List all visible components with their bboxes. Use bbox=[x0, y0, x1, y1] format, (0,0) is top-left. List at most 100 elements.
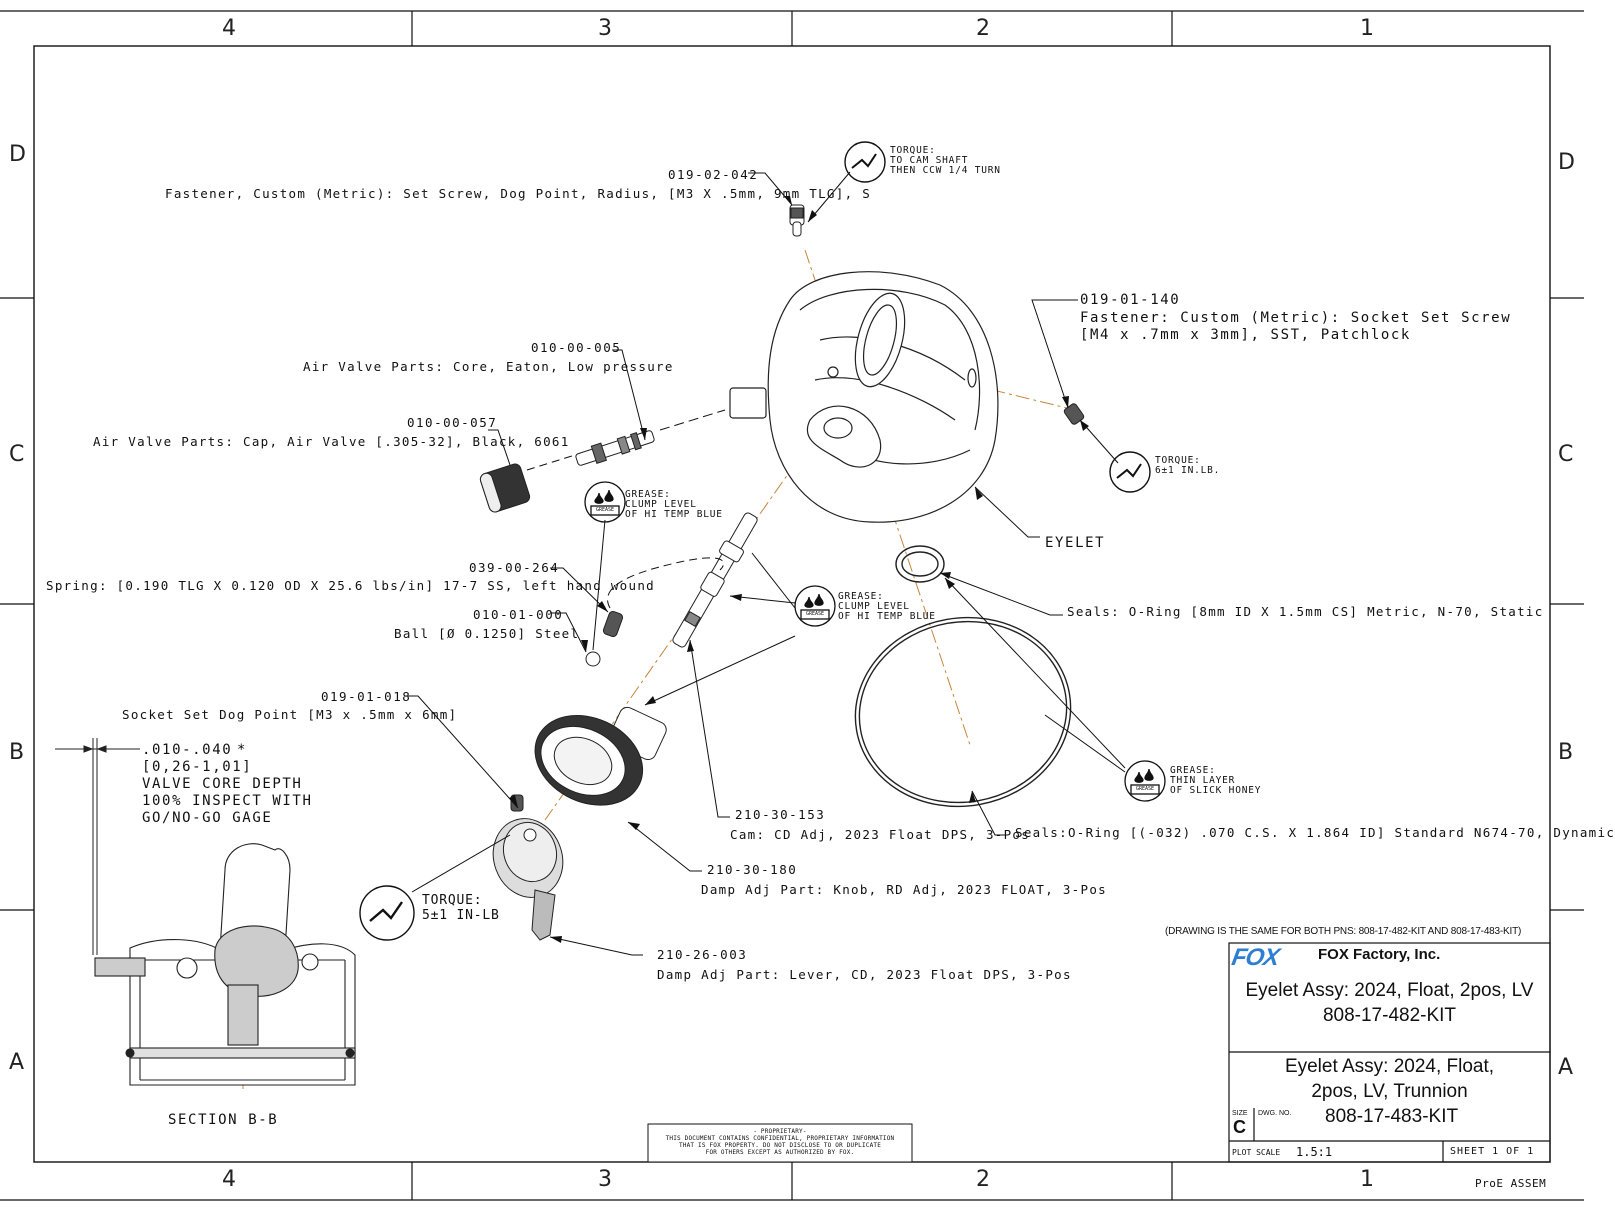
part-description-210-26-003: Damp Adj Part: Lever, CD, 2023 Float DPS… bbox=[657, 967, 1072, 982]
zone-col-2-top: 2 bbox=[976, 16, 990, 41]
zone-col-2-bottom: 2 bbox=[976, 1167, 990, 1192]
eyelet-label: EYELET bbox=[1045, 535, 1106, 551]
size-label: SIZE bbox=[1232, 1110, 1248, 1117]
valve-depth-metric: [0,26-1,01] bbox=[142, 759, 253, 775]
proprietary-line-2: THIS DOCUMENT CONTAINS CONFIDENTIAL, PRO… bbox=[665, 1135, 895, 1142]
part-number-210-26-003: 210-26-003 bbox=[657, 947, 748, 962]
valve-depth-gage: GO/NO-GO GAGE bbox=[142, 810, 273, 826]
zone-row-a-right: A bbox=[1558, 1055, 1574, 1080]
part-number-039-00-264: 039-00-264 bbox=[469, 560, 560, 575]
zone-col-1-bottom: 1 bbox=[1360, 1167, 1374, 1192]
zone-col-4-top: 4 bbox=[222, 16, 236, 41]
part-description-019-01-018: Socket Set Dog Point [M3 x .5mm x 6mm] bbox=[122, 707, 458, 722]
plot-scale-label: PLOT SCALE bbox=[1232, 1148, 1281, 1157]
socket-set-screw-right bbox=[1063, 403, 1085, 425]
same-drawing-note: (DRAWING IS THE SAME FOR BOTH PNS: 808-1… bbox=[1165, 926, 1522, 937]
proprietary-notice: - PROPRIETARY- THIS DOCUMENT CONTAINS CO… bbox=[648, 1128, 912, 1156]
plot-scale-value: 1.5:1 bbox=[1296, 1145, 1333, 1159]
cam-shaft bbox=[672, 512, 758, 648]
valve-depth-dim: .010-.040 bbox=[142, 742, 233, 758]
valve-depth-mark: * bbox=[237, 742, 248, 758]
zone-row-c-left: C bbox=[9, 442, 25, 467]
grease-box-label: GREASE bbox=[806, 611, 825, 617]
air-valve-cap bbox=[479, 463, 531, 513]
valve-depth-inspect: 100% INSPECT WITH bbox=[142, 793, 313, 809]
part-description-039-00-264: Spring: [0.190 TLG X 0.120 OD X 25.6 lbs… bbox=[46, 578, 655, 593]
part-number-019-02-042: 019-02-042 bbox=[668, 167, 759, 182]
grease-note-clump-1: GREASE: CLUMP LEVEL OF HI TEMP BLUE bbox=[625, 489, 723, 520]
part-number-019-01-018: 019-01-018 bbox=[321, 689, 412, 704]
dwg-no-value: 808-17-483-KIT bbox=[1325, 1106, 1459, 1127]
seal-large-description: Seals:O-Ring [(-032) .070 C.S. X 1.864 I… bbox=[1015, 825, 1615, 840]
torque-icon bbox=[359, 885, 415, 941]
torque-note-cam: TORQUE: TO CAM SHAFT THEN CCW 1/4 TURN bbox=[890, 145, 1001, 176]
damp-adj-lever bbox=[492, 818, 564, 941]
zone-row-b-right: B bbox=[1558, 740, 1574, 765]
leader-lines bbox=[408, 171, 1126, 956]
part-number-010-01-000: 010-01-000 bbox=[473, 607, 564, 622]
part-description-010-01-000: Ball [Ø 0.1250] Steel bbox=[394, 626, 580, 641]
proprietary-line-1: - PROPRIETARY- bbox=[753, 1128, 807, 1135]
software-label: ProE ASSEM bbox=[1475, 1177, 1547, 1190]
zone-row-d-left: D bbox=[9, 142, 26, 167]
size-value: C bbox=[1233, 1117, 1246, 1137]
damp-adj-knob bbox=[534, 706, 667, 806]
torque-note-5: TORQUE: 5±1 IN-LB bbox=[422, 893, 500, 923]
grease-box-label: GREASE bbox=[1136, 786, 1155, 792]
torque-note-6: TORQUE: 6±1 IN.LB. bbox=[1155, 455, 1221, 476]
set-screw-top bbox=[789, 204, 805, 237]
section-label: SECTION B-B bbox=[168, 1112, 279, 1128]
part-description-210-30-153: Cam: CD Adj, 2023 Float DPS, 3-Pos bbox=[730, 827, 1031, 842]
grease-box-label: GREASE bbox=[596, 507, 615, 513]
title-1-line-2: 808-17-482-KIT bbox=[1322, 1005, 1457, 1026]
part-description-210-30-180: Damp Adj Part: Knob, RD Adj, 2023 FLOAT,… bbox=[701, 882, 1107, 897]
grease-note-honey: GREASE: THIN LAYER OF SLICK HONEY bbox=[1170, 765, 1262, 796]
company-name: FOX Factory, Inc. bbox=[1318, 946, 1441, 963]
part-description-019-02-042: Fastener, Custom (Metric): Set Screw, Do… bbox=[165, 186, 872, 201]
fox-logo: FOX bbox=[1229, 944, 1281, 971]
o-rings bbox=[854, 545, 1072, 808]
zone-col-1-top: 1 bbox=[1360, 16, 1374, 41]
proprietary-box bbox=[647, 1123, 913, 1163]
zone-row-a-left: A bbox=[9, 1050, 25, 1075]
title-2-line-2: 2pos, LV, Trunnion bbox=[1311, 1081, 1468, 1102]
zone-col-4-bottom: 4 bbox=[222, 1167, 236, 1192]
title-2-line-1: Eyelet Assy: 2024, Float, bbox=[1284, 1056, 1495, 1077]
zone-row-d-right: D bbox=[1558, 150, 1575, 175]
valve-depth-dimension bbox=[55, 738, 140, 955]
zone-col-3-bottom: 3 bbox=[598, 1167, 612, 1192]
ball bbox=[585, 651, 601, 667]
grease-icon bbox=[1124, 760, 1166, 802]
torque-icon bbox=[1109, 451, 1151, 493]
part-number-210-30-153: 210-30-153 bbox=[735, 807, 826, 822]
part-description-019-01-140-line2: [M4 x .7mm x 3mm], SST, Patchlock bbox=[1080, 327, 1411, 343]
zone-col-3-top: 3 bbox=[598, 16, 612, 41]
proprietary-line-4: FOR OTHERS EXCEPT AS AUTHORIZED BY FOX. bbox=[705, 1149, 855, 1156]
seal-small-description: Seals: O-Ring [8mm ID X 1.5mm CS] Metric… bbox=[1067, 604, 1544, 619]
dwg-no-label: DWG. NO. bbox=[1258, 1110, 1292, 1117]
part-number-019-01-140: 019-01-140 bbox=[1080, 292, 1181, 308]
spring bbox=[602, 610, 624, 638]
part-description-010-00-057: Air Valve Parts: Cap, Air Valve [.305-32… bbox=[93, 434, 570, 449]
part-description-019-01-140: Fastener: Custom (Metric): Socket Set Sc… bbox=[1080, 310, 1512, 326]
torque-icon bbox=[844, 141, 886, 183]
air-valve-core bbox=[575, 430, 655, 466]
part-number-010-00-057: 010-00-057 bbox=[407, 415, 498, 430]
arrowheads bbox=[509, 196, 1089, 943]
sheet-number: SHEET 1 OF 1 bbox=[1450, 1146, 1535, 1157]
valve-depth-label: VALVE CORE DEPTH bbox=[142, 776, 303, 792]
eyelet-body bbox=[729, 271, 999, 523]
section-b-b bbox=[94, 843, 356, 1086]
part-description-010-00-005: Air Valve Parts: Core, Eaton, Low pressu… bbox=[303, 359, 674, 374]
grease-note-clump-2: GREASE: CLUMP LEVEL OF HI TEMP BLUE bbox=[838, 591, 936, 622]
zone-row-b-left: B bbox=[9, 740, 25, 765]
part-number-010-00-005: 010-00-005 bbox=[531, 340, 622, 355]
part-number-210-30-180: 210-30-180 bbox=[707, 862, 798, 877]
title-block-frame bbox=[1228, 942, 1551, 1163]
proprietary-line-3: THAT IS FOX PROPERTY. DO NOT DISCLOSE TO… bbox=[678, 1142, 882, 1149]
zone-row-c-right: C bbox=[1558, 442, 1574, 467]
grease-icon bbox=[584, 481, 626, 523]
grease-icon bbox=[794, 585, 836, 627]
title-1-line-1: Eyelet Assy: 2024, Float, 2pos, LV bbox=[1245, 980, 1534, 1001]
